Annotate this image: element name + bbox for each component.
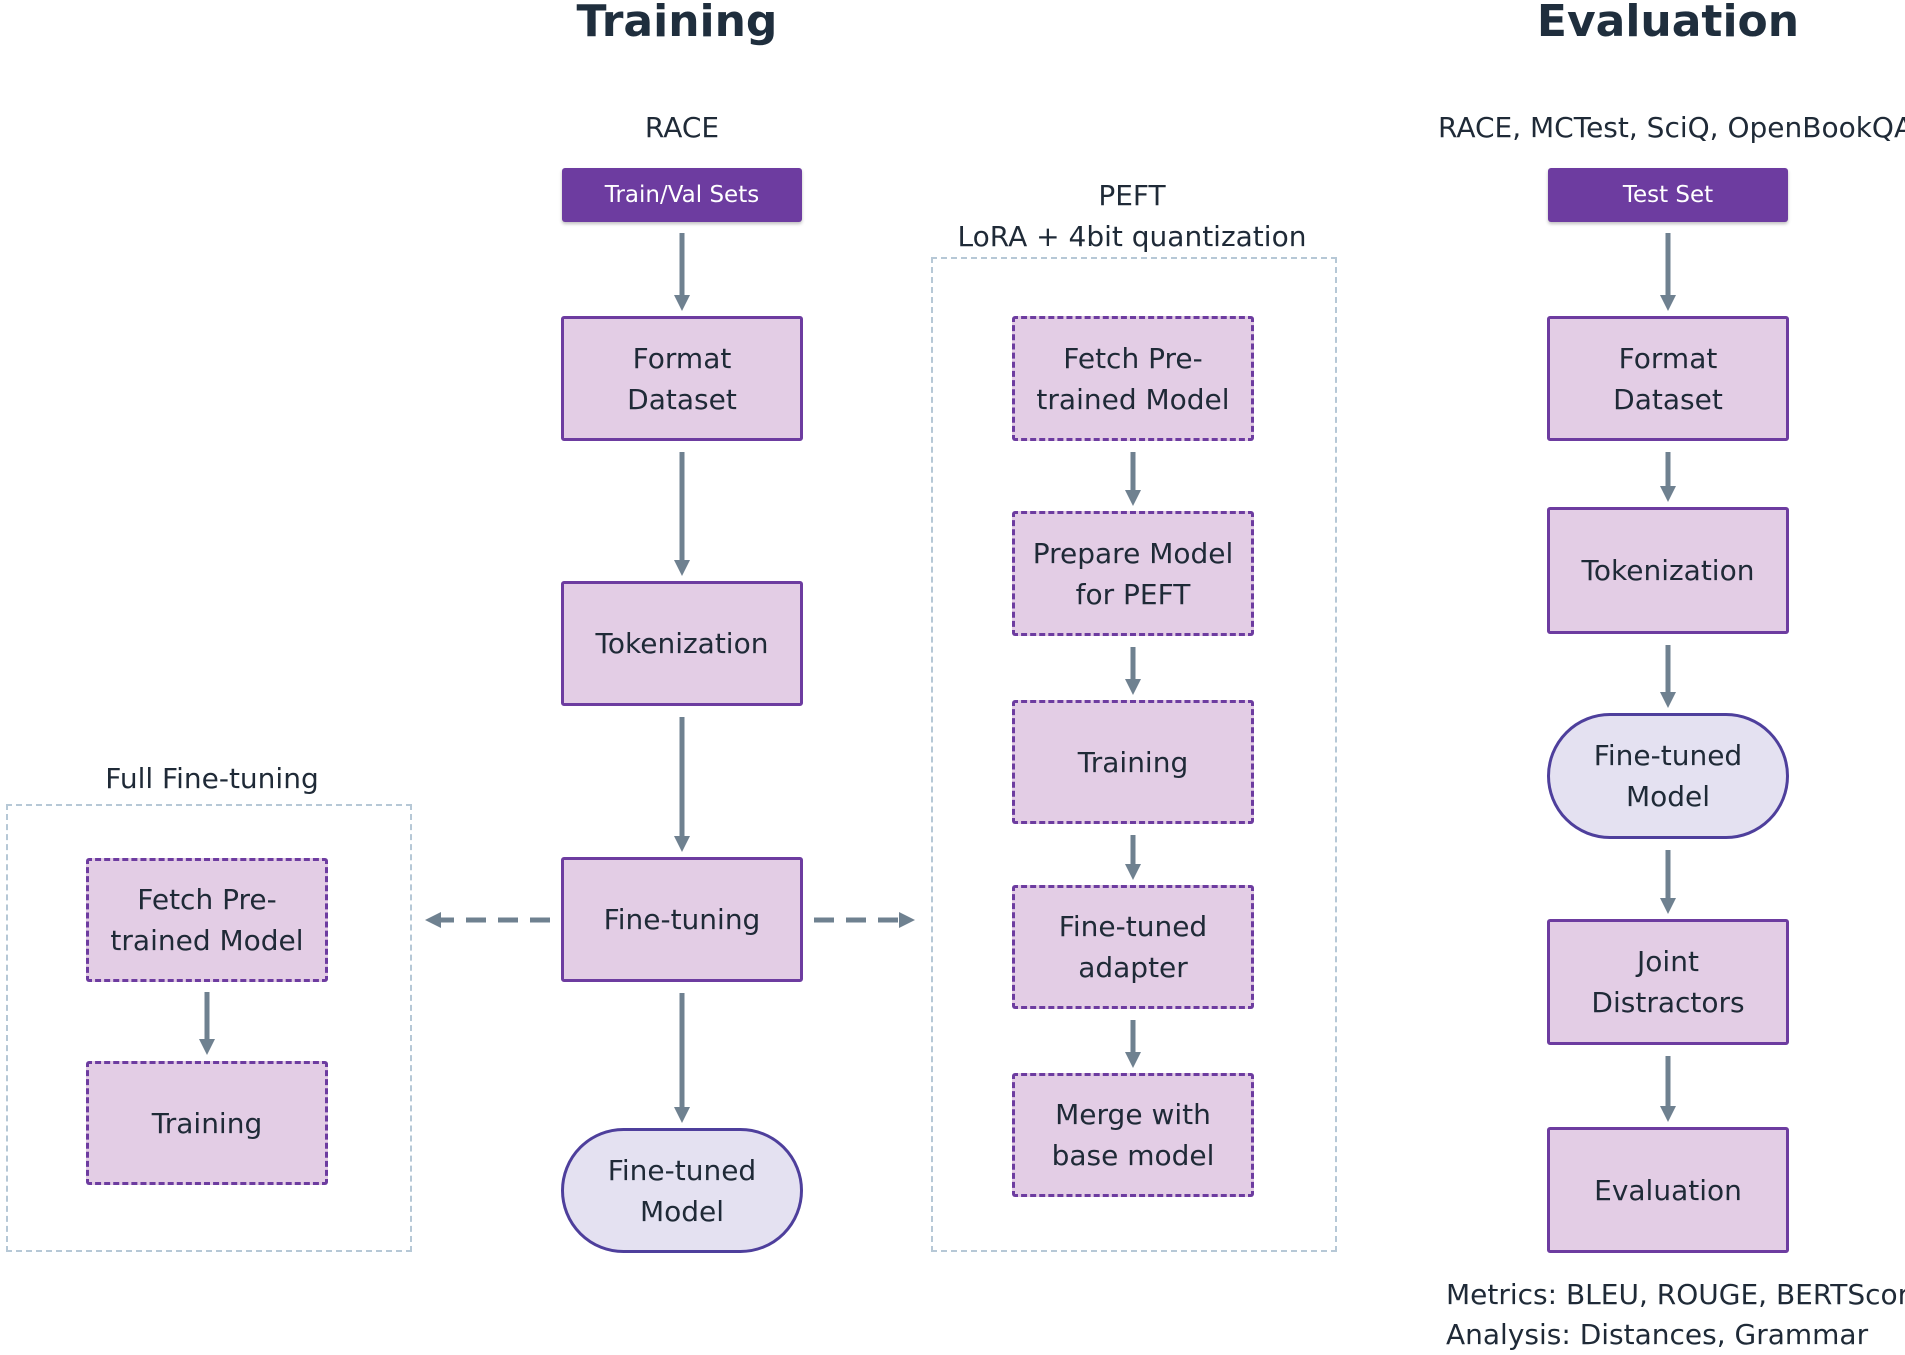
box-line: trained Model xyxy=(1036,382,1230,416)
box-line: base model xyxy=(1051,1139,1215,1172)
box-line: Fine-tuned xyxy=(1058,910,1208,943)
eval-tokenization-box: Tokenization xyxy=(1547,507,1789,634)
peft-subtitle: LoRA + 4bit quantization xyxy=(957,220,1307,253)
peft-title: PEFT xyxy=(1098,179,1166,212)
box-line: Distractors xyxy=(1591,986,1745,1019)
metrics-text: Metrics: BLEU, ROUGE, BERTScore xyxy=(1446,1278,1905,1311)
peft-training-box: Training xyxy=(1012,700,1254,824)
train-val-sets-box: Train/Val Sets xyxy=(562,168,802,222)
full-finetuning-group xyxy=(6,804,412,1252)
heading-training: Training xyxy=(576,0,778,47)
box-line: Format xyxy=(1618,341,1718,375)
box-line: Model xyxy=(1625,780,1711,813)
box-line: Dataset xyxy=(627,382,737,416)
peft-prepare-model-box: Prepare Model for PEFT xyxy=(1012,511,1254,636)
eval-evaluation-box: Evaluation xyxy=(1547,1127,1789,1253)
peft-group xyxy=(931,257,1337,1252)
peft-finetuned-adapter-box: Fine-tuned adapter xyxy=(1012,885,1254,1009)
box-line: trained Model xyxy=(110,924,304,957)
box-line: Dataset xyxy=(1613,382,1723,416)
full-finetuning-title: Full Fine-tuning xyxy=(105,762,319,795)
box-line: Prepare Model xyxy=(1032,536,1234,570)
box-line: Joint xyxy=(1637,945,1699,978)
peft-merge-box: Merge with base model xyxy=(1012,1073,1254,1197)
peft-fetch-pretrained-box: Fetch Pre-trained Model xyxy=(1012,316,1254,441)
box-line: Fetch Pre- xyxy=(137,883,277,916)
full-fetch-pretrained-box: Fetch Pre-trained Model xyxy=(86,858,328,982)
training-finetuning-box: Fine-tuning xyxy=(561,857,803,982)
heading-evaluation: Evaluation xyxy=(1536,0,1800,47)
box-line: Fetch Pre- xyxy=(1063,341,1203,375)
evaluation-datasets-label: RACE, MCTest, SciQ, OpenBookQA xyxy=(1438,111,1905,144)
box-line: adapter xyxy=(1078,951,1188,984)
box-line: Fine-tuned xyxy=(1593,739,1743,772)
box-line: Format xyxy=(632,341,732,375)
box-line: Merge with xyxy=(1055,1098,1211,1131)
box-line: for PEFT xyxy=(1075,577,1191,611)
analysis-text: Analysis: Distances, Grammar xyxy=(1446,1318,1869,1351)
box-line: Model xyxy=(639,1194,725,1228)
box-line: Fine-tuned xyxy=(607,1153,757,1187)
test-set-box: Test Set xyxy=(1548,168,1788,222)
training-dataset-label: RACE xyxy=(644,111,720,144)
full-training-box: Training xyxy=(86,1061,328,1185)
training-tokenization-box: Tokenization xyxy=(561,581,803,706)
